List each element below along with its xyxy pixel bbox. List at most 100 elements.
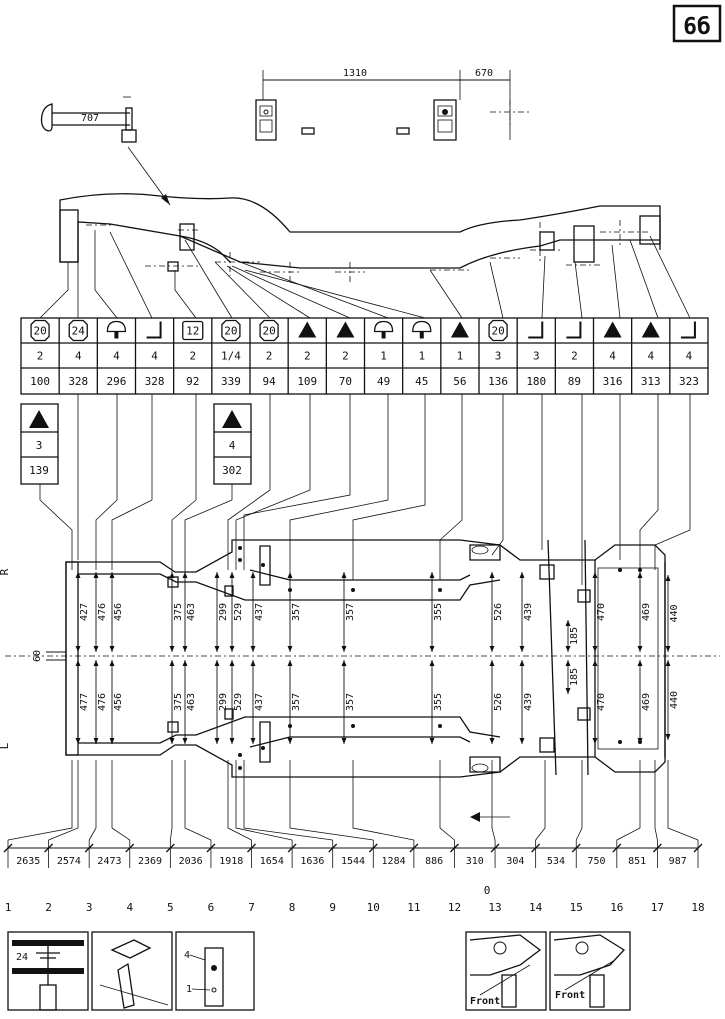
station-number: 12 bbox=[448, 901, 461, 914]
table-column: 4 316 bbox=[603, 321, 623, 388]
inset-1: 24 bbox=[7, 931, 89, 1011]
inset-3-label-a: 4 bbox=[184, 950, 190, 961]
table-column: 270 bbox=[336, 321, 355, 388]
width-label-upper: 185 bbox=[569, 627, 580, 645]
bracket-detail: 707 bbox=[40, 96, 171, 206]
fastener-table-cells: 2021002443284296432812292201/43392029421… bbox=[30, 319, 699, 388]
circle-20-symbol-icon: 20 bbox=[221, 319, 241, 342]
width-label-upper: 375 bbox=[173, 603, 184, 621]
table-column: 3 180 bbox=[526, 321, 546, 388]
pad-symbol-icon bbox=[412, 320, 432, 339]
extra-left-ref: 139 bbox=[29, 464, 49, 477]
table-qty: 1/4 bbox=[221, 350, 241, 363]
width-label-lower: 355 bbox=[433, 693, 444, 711]
inset-5: Front bbox=[549, 931, 631, 1011]
front-label-2: Front bbox=[555, 990, 585, 1001]
triangle-symbol-icon bbox=[641, 321, 660, 338]
inset-4: Front bbox=[465, 931, 547, 1011]
table-qty: 3 bbox=[533, 350, 540, 363]
station-number: 14 bbox=[529, 901, 543, 914]
table-ref: 100 bbox=[30, 375, 50, 388]
bottom-dim-label: 2036 bbox=[179, 856, 203, 867]
width-label-lower: 375 bbox=[173, 693, 184, 711]
bottom-dim-label: 2473 bbox=[97, 856, 121, 867]
table-qty: 4 bbox=[647, 350, 654, 363]
table-ref: 109 bbox=[297, 375, 317, 388]
extra-box-left: 3 139 bbox=[20, 403, 59, 485]
triangle-symbol-icon bbox=[450, 321, 469, 338]
width-label-lower: 437 bbox=[254, 693, 265, 711]
triangle-symbol-icon bbox=[336, 321, 355, 338]
width-label-upper: 470 bbox=[596, 603, 607, 621]
square-12-symbol-icon: 12 bbox=[182, 320, 204, 341]
table-qty: 2 bbox=[571, 350, 578, 363]
offset-dim-label: 670 bbox=[475, 68, 493, 79]
side-leaders bbox=[39, 230, 691, 319]
sheet-number: 6б bbox=[683, 14, 711, 40]
table-qty: 4 bbox=[113, 350, 120, 363]
table-qty: 2 bbox=[189, 350, 196, 363]
front-label-1: Front bbox=[470, 996, 500, 1007]
table-qty: 4 bbox=[75, 350, 82, 363]
inset-3: 4 1 bbox=[175, 931, 255, 1011]
width-label-upper: 299 bbox=[218, 603, 229, 621]
bottom-dim-label: 304 bbox=[506, 856, 524, 867]
table-qty: 4 bbox=[609, 350, 616, 363]
station-number: 18 bbox=[691, 901, 704, 914]
width-label-upper: 440 bbox=[669, 604, 680, 622]
svg-text:20: 20 bbox=[224, 325, 237, 338]
width-label-lower: 456 bbox=[113, 693, 124, 711]
width-label-upper: 469 bbox=[641, 603, 652, 621]
bottom-dim-label: 886 bbox=[425, 856, 443, 867]
bottom-dim-label: 987 bbox=[669, 856, 687, 867]
table-qty: 3 bbox=[495, 350, 502, 363]
top-mount-detail: 1310 670 bbox=[255, 68, 530, 141]
station-number: 10 bbox=[367, 901, 380, 914]
table-ref: 94 bbox=[262, 375, 276, 388]
bottom-dim-label: 851 bbox=[628, 856, 646, 867]
width-label-upper: 357 bbox=[345, 603, 356, 621]
table-ref: 180 bbox=[526, 375, 546, 388]
table-qty: 4 bbox=[686, 350, 693, 363]
table-qty: 1 bbox=[418, 350, 425, 363]
table-qty: 2 bbox=[266, 350, 273, 363]
bottom-dim-label: 1544 bbox=[341, 856, 365, 867]
width-label-lower: 357 bbox=[345, 693, 356, 711]
table-qty: 2 bbox=[342, 350, 349, 363]
width-label-lower: 477 bbox=[79, 693, 90, 711]
width-label-lower: 526 bbox=[493, 693, 504, 711]
inset-2 bbox=[91, 931, 173, 1011]
svg-text:24: 24 bbox=[72, 325, 86, 338]
svg-text:20: 20 bbox=[262, 325, 275, 338]
table-ref: 89 bbox=[568, 375, 581, 388]
table-column: 156 bbox=[450, 321, 469, 388]
extra-left-qty: 3 bbox=[36, 439, 43, 452]
table-qty: 2 bbox=[37, 350, 44, 363]
table-ref: 316 bbox=[603, 375, 623, 388]
station-number: 4 bbox=[126, 901, 133, 914]
extra-mid-qty: 4 bbox=[229, 439, 236, 452]
width-label-lower: 529 bbox=[233, 693, 244, 711]
bottom-dim-label: 1284 bbox=[382, 856, 406, 867]
station-number: 3 bbox=[86, 901, 93, 914]
station-number: 2 bbox=[45, 901, 52, 914]
table-ref: 313 bbox=[641, 375, 661, 388]
bottom-dim-label: 1654 bbox=[260, 856, 284, 867]
table-ref: 56 bbox=[453, 375, 466, 388]
station-number: 17 bbox=[651, 901, 664, 914]
table-ref: 45 bbox=[415, 375, 428, 388]
bottom-dim-label: 2574 bbox=[57, 856, 81, 867]
table-ref: 328 bbox=[145, 375, 165, 388]
span-dim-label: 1310 bbox=[343, 68, 367, 79]
inset-3-label-b: 1 bbox=[186, 984, 192, 995]
circle-20-symbol-icon: 20 bbox=[488, 319, 508, 342]
table-ref: 136 bbox=[488, 375, 508, 388]
table-column: 1 45 bbox=[412, 320, 432, 388]
width-label-upper: 529 bbox=[233, 603, 244, 621]
zero-datum-label: 0 bbox=[484, 884, 491, 897]
